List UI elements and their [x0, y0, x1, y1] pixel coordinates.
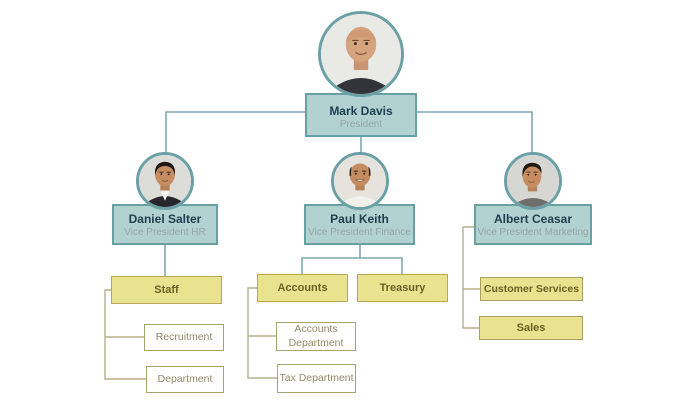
man-dark-hair-portrait-icon — [139, 155, 191, 207]
node-vp-hr[interactable]: Daniel Salter Vice President HR — [112, 204, 218, 245]
president-name: Mark Davis — [329, 104, 393, 118]
node-department[interactable]: Department — [146, 366, 224, 393]
president-title: President — [339, 119, 383, 130]
president-photo — [318, 11, 404, 97]
accounts-department-label: Accounts Department — [288, 323, 344, 349]
recruitment-label: Recruitment — [155, 330, 213, 343]
accounts-label: Accounts — [277, 282, 328, 294]
node-sales[interactable]: Sales — [479, 316, 583, 340]
node-recruitment[interactable]: Recruitment — [144, 324, 224, 351]
node-vp-finance[interactable]: Paul Keith Vice President Finance — [304, 204, 415, 245]
vp-hr-name: Daniel Salter — [128, 212, 202, 226]
connector-sub-units — [104, 226, 480, 380]
node-treasury[interactable]: Treasury — [357, 274, 448, 302]
node-vp-marketing[interactable]: Albert Ceasar Vice President Marketing — [474, 204, 592, 245]
vp-finance-photo — [331, 152, 389, 210]
connector-president-to-vps — [165, 111, 533, 152]
node-tax-department[interactable]: Tax Department — [277, 364, 356, 393]
treasury-label: Treasury — [379, 282, 426, 294]
connector-vps-to-departments — [164, 245, 403, 276]
vp-marketing-title: Vice President Marketing — [477, 227, 589, 238]
node-accounts[interactable]: Accounts — [257, 274, 348, 302]
sales-label: Sales — [516, 322, 546, 334]
man-balding-smile-portrait-icon — [334, 155, 386, 207]
node-customer-services[interactable]: Customer Services — [480, 277, 583, 301]
vp-hr-photo — [136, 152, 194, 210]
node-president[interactable]: Mark Davis President — [305, 93, 417, 137]
vp-finance-name: Paul Keith — [330, 212, 389, 226]
man-bald-portrait-icon — [321, 14, 401, 94]
vp-marketing-photo — [504, 152, 562, 210]
man-side-glance-portrait-icon — [507, 155, 559, 207]
tax-department-label: Tax Department — [279, 371, 354, 384]
department-label: Department — [157, 372, 213, 385]
vp-hr-title: Vice President HR — [124, 227, 206, 238]
node-staff[interactable]: Staff — [111, 276, 222, 304]
vp-finance-title: Vice President Finance — [308, 227, 411, 238]
vp-marketing-name: Albert Ceasar — [493, 212, 573, 226]
node-accounts-department[interactable]: Accounts Department — [276, 322, 356, 351]
staff-label: Staff — [154, 284, 179, 296]
customer-services-label: Customer Services — [483, 283, 580, 295]
